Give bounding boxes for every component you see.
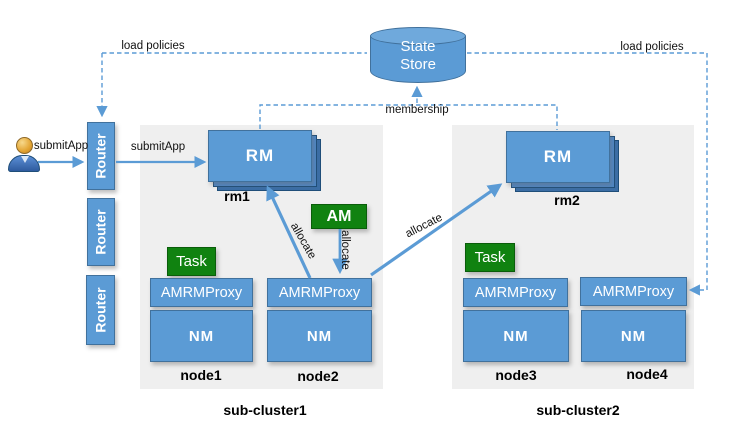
load-policies-right-label: load policies (620, 41, 684, 53)
user-body-icon (8, 155, 40, 172)
state-store: State Store (370, 27, 466, 84)
router-1-label: Router (93, 133, 109, 179)
rm2-stack: RM (506, 131, 620, 193)
node4-nm-box: NM (581, 310, 686, 362)
am-box: AM (311, 204, 367, 229)
node2-nm-box: NM (267, 310, 372, 362)
node2-label: node2 (297, 368, 339, 384)
node3-amrmproxy-box: AMRMProxy (463, 278, 568, 307)
rm1-stack: RM (208, 130, 322, 192)
user-head-icon (15, 137, 33, 154)
state-store-line2: Store (400, 56, 436, 73)
node3-nm-box: NM (463, 310, 569, 362)
membership-label: membership (385, 104, 449, 116)
state-store-line1: State (400, 38, 436, 55)
task-box-node3: Task (465, 243, 515, 272)
subcluster1-label: sub-cluster1 (223, 402, 307, 418)
node1-label: node1 (180, 367, 222, 383)
submitapp-router-label: submitApp (130, 141, 186, 153)
subcluster2-label: sub-cluster2 (536, 402, 620, 418)
submitapp-user-label: submitApp (33, 140, 89, 152)
rm1-name-label: rm1 (224, 188, 250, 204)
state-store-label: State Store (370, 38, 466, 74)
node3-label: node3 (495, 367, 537, 383)
load-policies-left-label: load policies (121, 40, 185, 52)
node1-nm-box: NM (150, 310, 253, 362)
router-1: Router (87, 122, 115, 190)
allocate-am-label: allocate (339, 230, 351, 270)
router-3-label: Router (92, 287, 109, 333)
node2-amrmproxy-box: AMRMProxy (267, 278, 372, 307)
rm2-box: RM (506, 131, 610, 183)
state-store-top (370, 27, 466, 45)
router-3: Router (86, 275, 115, 345)
node4-amrmproxy-box: AMRMProxy (580, 277, 687, 306)
router-2: Router (87, 198, 115, 266)
task-box-node1: Task (167, 247, 216, 276)
node4-label: node4 (626, 366, 668, 382)
rm1-box: RM (208, 130, 312, 182)
router-2-label: Router (93, 209, 109, 255)
user-icon (8, 137, 40, 177)
node1-amrmproxy-box: AMRMProxy (150, 278, 253, 307)
allocate-rm2-label: allocate (403, 211, 445, 241)
rm2-name-label: rm2 (554, 192, 580, 208)
